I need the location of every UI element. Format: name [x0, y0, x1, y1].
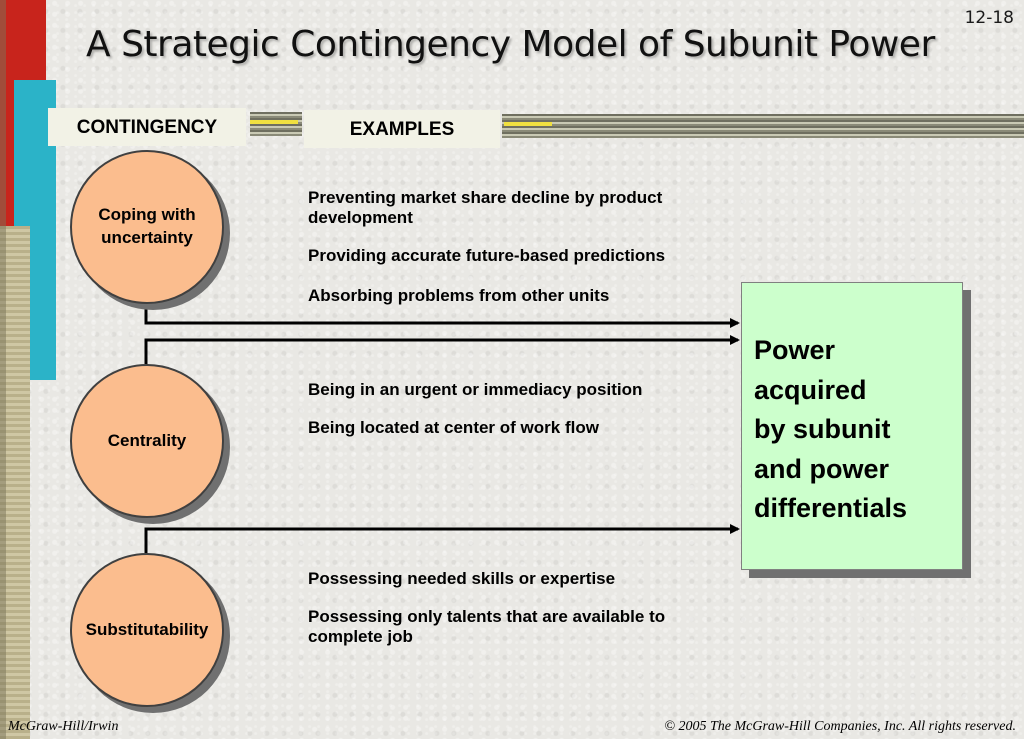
decorative-bar [502, 114, 1024, 138]
slide-number: 12-18 [964, 8, 1014, 28]
example-item: Being located at center of work flow [308, 418, 599, 437]
outcome-text: Power acquired by subunit and power diff… [754, 335, 908, 523]
contingency-coping-node: Coping with uncertainty [70, 150, 224, 304]
decorative-bar [250, 112, 302, 136]
example-item: Possessing needed skills or expertise [308, 569, 616, 588]
contingency-label: Coping with uncertainty [98, 205, 196, 247]
contingency-centrality-node: Centrality [70, 364, 224, 518]
decorative-yellow-line [504, 122, 552, 126]
contingency-label: Substitutability [85, 619, 209, 639]
contingency-header: CONTINGENCY [48, 108, 246, 146]
example-item: Providing accurate future-based predicti… [308, 246, 666, 265]
footer-publisher: McGraw-Hill/Irwin [8, 719, 119, 734]
example-item: Being in an urgent or immediacy position [308, 380, 643, 399]
example-item: Possessing only talents that are availab… [308, 607, 666, 646]
example-item: Preventing market share decline by produ… [308, 188, 663, 227]
decorative-yellow-line [250, 120, 298, 124]
page-title: A Strategic Contingency Model of Subunit… [86, 24, 935, 65]
outcome-box: Power acquired by subunit and power diff… [741, 282, 963, 570]
examples-header: EXAMPLES [304, 110, 500, 148]
contingency-substitutability-node: Substitutability [70, 553, 224, 707]
connector-centrality [144, 335, 740, 364]
example-item: Absorbing problems from other units [308, 286, 610, 305]
footer-copyright: © 2005 The McGraw-Hill Companies, Inc. A… [664, 719, 1016, 734]
connector-coping [144, 300, 740, 328]
contingency-label: Centrality [107, 430, 187, 450]
connector-substitutability [144, 524, 740, 553]
decorative-edge-stripe [0, 0, 6, 739]
